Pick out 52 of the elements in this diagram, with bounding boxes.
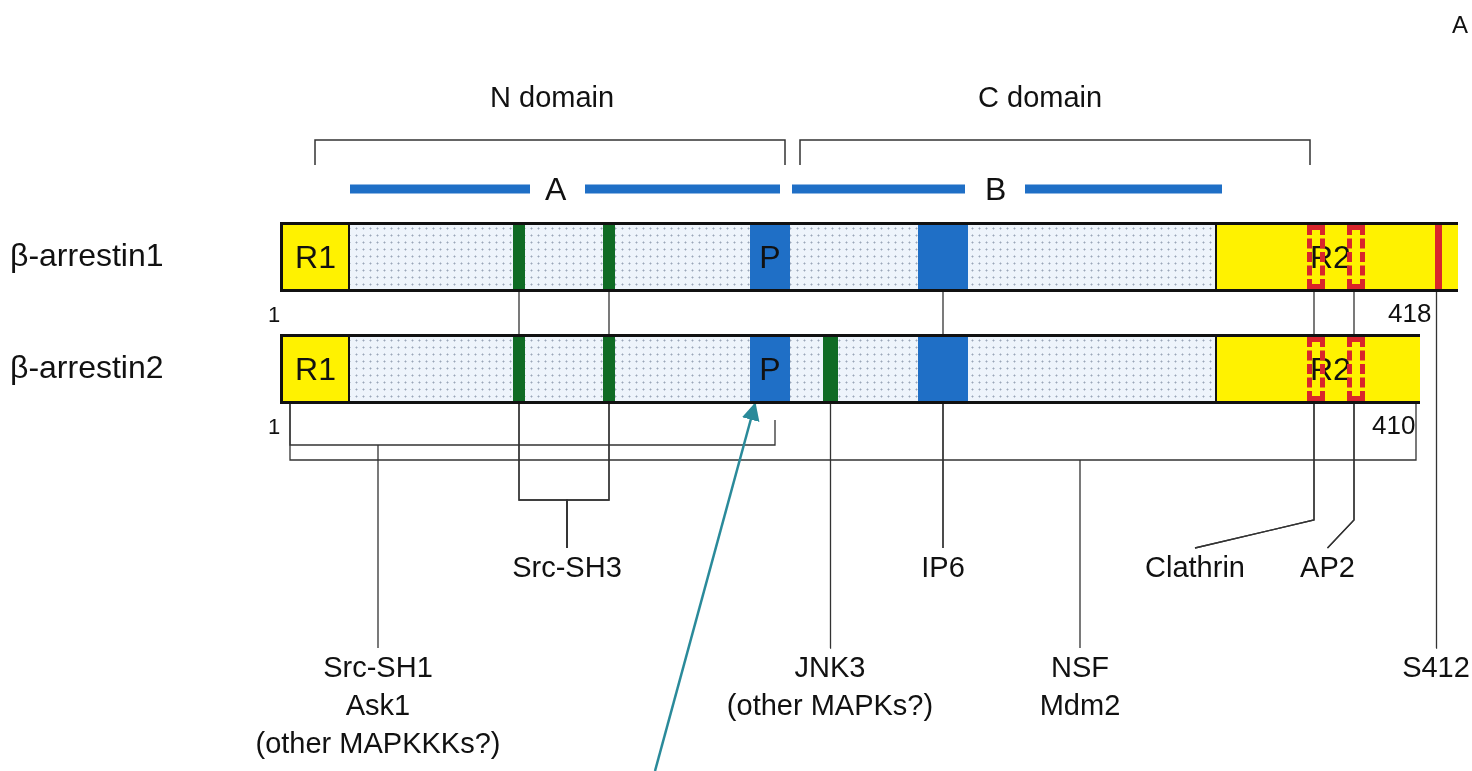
protein-name: β-arrestin2 <box>10 350 164 384</box>
leader-line <box>1435 291 1438 649</box>
domain-label: C domain <box>978 80 1103 114</box>
partner-name: (other MAPKKKs?) <box>254 726 502 761</box>
arrow <box>653 402 760 771</box>
region-box <box>1215 225 1458 289</box>
leader-line <box>566 403 610 549</box>
motif-bar <box>823 337 838 401</box>
region-box <box>1215 337 1420 401</box>
residue-number: 410 <box>1372 409 1416 442</box>
partner-name: Src-SH3 <box>511 550 623 585</box>
region-label: P <box>758 351 782 387</box>
partner-name: IP6 <box>920 550 966 585</box>
protein-bar <box>280 334 1420 404</box>
binding-site-box <box>918 337 968 401</box>
partner-name: Clathrin <box>1144 550 1246 585</box>
partner-name: AP2 <box>1299 550 1356 585</box>
partner-name: Ask1 <box>344 688 412 723</box>
region-box <box>283 225 350 289</box>
region-label: R1 <box>294 351 337 387</box>
domain-label: N domain <box>490 80 615 114</box>
leader-line <box>1326 403 1355 549</box>
region-letter: B <box>985 172 1007 206</box>
partner-name: (other MAPKs?) <box>725 688 935 723</box>
partner-name: Mdm2 <box>1038 688 1122 723</box>
partner-name: JNK3 <box>793 650 867 685</box>
region-letter: A <box>545 172 567 206</box>
protein-bar <box>280 222 1458 292</box>
leader-line <box>1194 403 1315 549</box>
motif-bar <box>603 337 615 401</box>
partner-name: NSF <box>1050 650 1110 685</box>
motif-box <box>1347 337 1365 401</box>
binding-site-box <box>918 225 968 289</box>
residue-number: 1 <box>268 413 281 441</box>
protein-name: β-arrestin1 <box>10 238 164 272</box>
motif-bar <box>513 337 525 401</box>
leader-line <box>942 403 944 549</box>
motif-box <box>1347 225 1365 289</box>
residue-number: 1 <box>268 301 281 329</box>
region-label: R1 <box>294 239 337 275</box>
motif-bar <box>603 225 615 289</box>
region-box <box>750 337 790 401</box>
panel-letter: A <box>1452 10 1468 40</box>
partner-name: Src-SH1 <box>322 650 434 685</box>
region-label: P <box>758 239 782 275</box>
leader-line <box>829 403 832 649</box>
partner-name: S412 <box>1401 650 1471 685</box>
motif-bar <box>513 225 525 289</box>
leader-line <box>289 403 1417 649</box>
region-box <box>750 225 790 289</box>
residue-number: 418 <box>1388 297 1432 330</box>
region-box <box>283 337 350 401</box>
